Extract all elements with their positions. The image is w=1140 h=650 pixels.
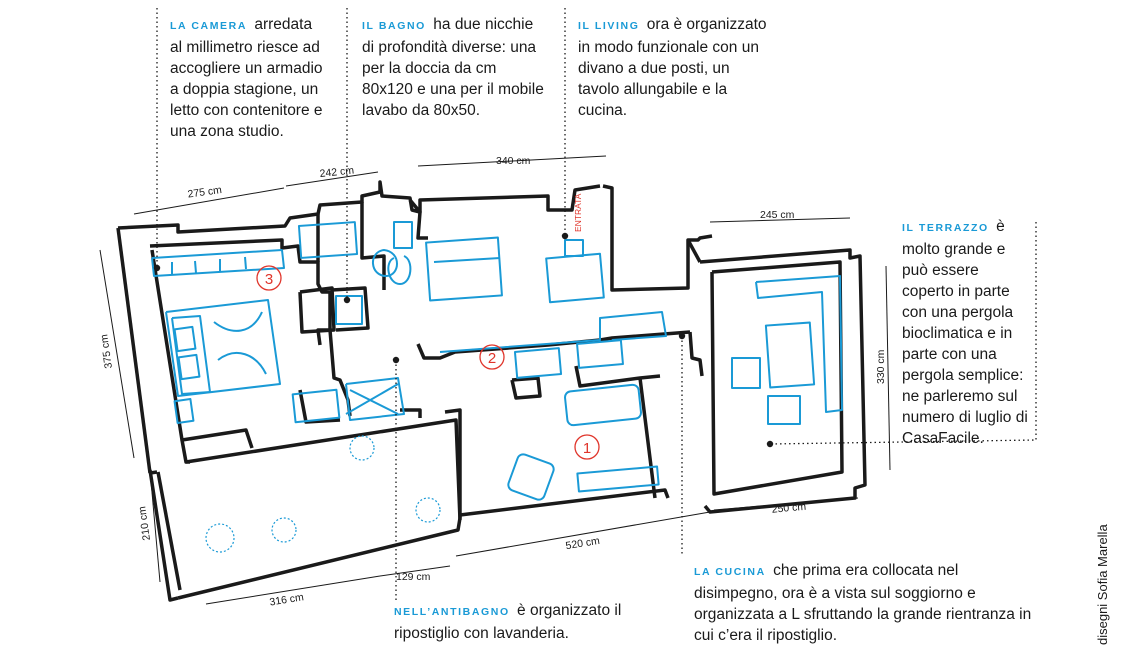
note-antibagno-keyword: nell’antibagno	[394, 606, 510, 618]
note-antibagno: nell’antibagno è organizzato il ripostig…	[394, 600, 644, 644]
dim-245: 245 cm	[760, 209, 795, 221]
sofa-top	[425, 236, 503, 302]
dim-129: 129 cm	[396, 571, 431, 583]
illustration-credit-text: disegni Sofia Marella	[1095, 524, 1110, 645]
dim-210: 210 cm	[136, 505, 153, 541]
wardrobe	[151, 249, 285, 277]
sofa-lower	[564, 383, 642, 427]
dim-340: 340 cm	[496, 155, 531, 167]
note-bagno-text: ha due nicchie di profondità diverse: un…	[362, 16, 544, 119]
note-cucina: la cucina che prima era collocata nel di…	[694, 560, 1042, 646]
shower	[335, 295, 363, 325]
desk	[291, 388, 341, 424]
note-bagno: il bagno ha due nicchie di profondità di…	[362, 14, 546, 121]
tv-unit	[576, 465, 660, 493]
plants	[205, 435, 441, 553]
dim-520: 520 cm	[565, 535, 601, 552]
terrace-sofa	[755, 275, 843, 413]
dim-316: 316 cm	[269, 591, 305, 608]
dining-table	[545, 252, 605, 304]
dim-250: 250 cm	[771, 501, 807, 516]
kitchen-counter	[439, 311, 667, 353]
note-antibagno-text: è organizzato il ripostiglio con lavande…	[394, 602, 622, 642]
note-terrazzo: il terrazzo è molto grande e può essere …	[902, 216, 1032, 449]
plan-furniture	[151, 221, 843, 501]
room-number-1: 1	[583, 440, 591, 457]
note-camera-keyword: la camera	[170, 20, 248, 32]
note-cucina-keyword: la cucina	[694, 566, 766, 578]
room-number-2: 2	[488, 350, 496, 367]
entrance-label: ENTRATA	[573, 193, 583, 232]
dim-275: 275 cm	[187, 184, 223, 201]
note-camera: la camera arredata al millimetro riesce …	[170, 14, 328, 142]
note-bagno-keyword: il bagno	[362, 20, 426, 32]
dim-242: 242 cm	[319, 164, 355, 180]
note-living: il living ora è organizzato in modo funz…	[578, 14, 774, 121]
note-terrazzo-keyword: il terrazzo	[902, 222, 989, 234]
washbasin	[297, 221, 359, 259]
room-number-3: 3	[265, 271, 273, 288]
note-living-keyword: il living	[578, 20, 640, 32]
leader-dots	[153, 232, 774, 448]
terrace-table	[764, 321, 816, 389]
note-living-text: ora è organizzato in modo funzionale con…	[578, 16, 767, 119]
plan-walls	[116, 180, 867, 602]
note-camera-text: arredata al millimetro riesce ad accogli…	[170, 16, 323, 140]
dim-330: 330 cm	[875, 349, 887, 384]
room-markers	[256, 265, 600, 460]
bed	[165, 299, 281, 397]
note-terrazzo-text: è molto grande e può essere coperto in p…	[902, 218, 1028, 447]
illustration-credit: disegni Sofia Marella	[1095, 505, 1110, 645]
note-cucina-text: che prima era collocata nel disimpegno, …	[694, 562, 1032, 644]
dimension-lines	[99, 155, 891, 605]
armchair	[507, 453, 555, 501]
leader-lines	[156, 8, 1037, 600]
dim-375: 375 cm	[98, 333, 115, 369]
